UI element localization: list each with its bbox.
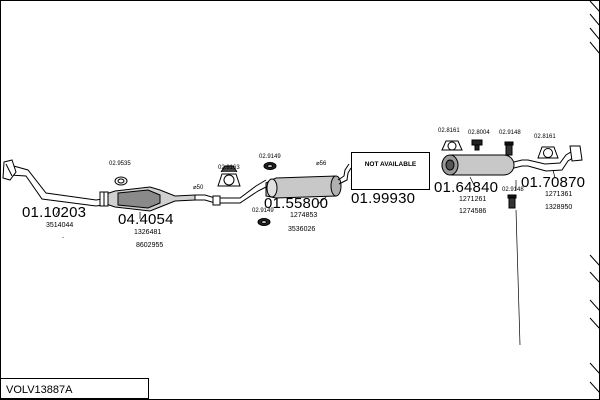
not-available-label: NOT AVAILABLE (364, 161, 417, 168)
diameter-label-56: ⌀56 (316, 161, 327, 167)
accessory-label-hanger-lower: 02.9149 (252, 208, 274, 214)
bracket-middle (471, 139, 483, 151)
leader-lines (55, 169, 556, 346)
accessory-label-clamp-8163: 02.8163 (218, 165, 240, 171)
clamp-right (537, 146, 559, 159)
rubber-hanger-upper (263, 162, 277, 170)
front-pipe (2, 159, 104, 207)
accessory-label-hanger-9148-low: 02.9148 (502, 187, 524, 193)
accessory-label-hanger-upper: 02.9149 (259, 154, 281, 160)
ref-tail-pipe-2: 1328950 (545, 204, 573, 211)
clamp-left (441, 140, 463, 151)
clamp-bracket (217, 165, 241, 187)
not-available-box: NOT AVAILABLE (351, 152, 430, 190)
frame-tick-marks (589, 0, 600, 394)
catalytic-converter (99, 186, 196, 212)
ref-rear-silencer-2: 1274586 (459, 208, 487, 215)
dash-marker: - (62, 235, 64, 241)
diameter-label-50: ⌀50 (193, 185, 204, 191)
ref-catalyst-1: 1326481 (134, 229, 162, 236)
ref-catalyst-2: 8602955 (136, 242, 164, 249)
part-number-rear-silencer: 01.64840 (434, 179, 499, 196)
diagram-code: VOLV13887A (6, 384, 73, 396)
rubber-hanger-9148-top (504, 141, 514, 156)
intermediate-pipe (195, 179, 269, 206)
tail-pipe (527, 145, 583, 172)
part-number-catalyst: 04.4054 (118, 211, 174, 228)
center-silencer (265, 163, 352, 199)
ref-front-pipe-1: 3514044 (46, 222, 74, 229)
part-number-not-available: 01.99930 (351, 190, 416, 207)
accessory-label-gasket: 02.9535 (109, 161, 131, 167)
part-number-center-silencer: 01.55800 (264, 195, 329, 212)
rubber-hanger-lower (257, 218, 271, 226)
accessory-label-clamp-8161-right: 02.8161 (534, 134, 556, 140)
accessory-label-bracket-8004: 02.8004 (468, 130, 490, 136)
accessory-label-hanger-9148-top: 02.9148 (499, 130, 521, 136)
gasket-ring (114, 176, 128, 186)
ref-rear-silencer-1: 1271261 (459, 196, 487, 203)
part-number-front-pipe: 01.10203 (22, 204, 87, 221)
ref-center-silencer-1: 1274853 (290, 212, 318, 219)
accessory-label-clamp-8161-left: 02.8161 (438, 128, 460, 134)
ref-center-silencer-2: 3536026 (288, 226, 316, 233)
part-number-tail-pipe: 01.70870 (521, 174, 586, 191)
rubber-hanger-9148-low (507, 194, 517, 209)
diagram-code-box: VOLV13887A (0, 378, 149, 399)
ref-tail-pipe-1: 1271361 (545, 191, 573, 198)
rear-silencer (441, 154, 528, 176)
